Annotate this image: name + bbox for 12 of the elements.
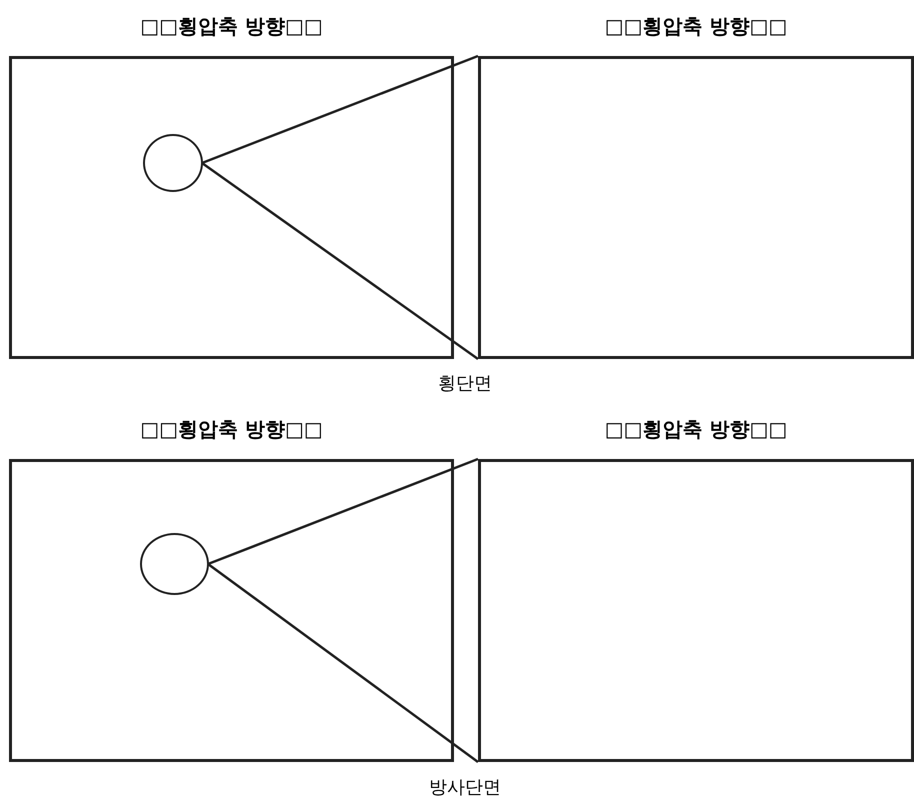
frame-heading: □□횡압축 방향□□ <box>604 416 788 443</box>
magnified-region-circle <box>140 533 209 595</box>
zoom-line <box>207 563 479 763</box>
magnified-region-circle <box>143 134 203 192</box>
frame-heading: □□횡압축 방향□□ <box>604 13 788 40</box>
zoom-line <box>208 458 478 566</box>
zoom-line <box>201 162 479 360</box>
zoom-line <box>202 54 478 164</box>
frame-heading: □□횡압축 방향□□ <box>140 416 323 443</box>
section-caption: 방사단면 <box>429 776 501 799</box>
section-caption: 횡단면 <box>438 372 492 395</box>
frame-heading: □□횡압축 방향□□ <box>140 13 323 40</box>
